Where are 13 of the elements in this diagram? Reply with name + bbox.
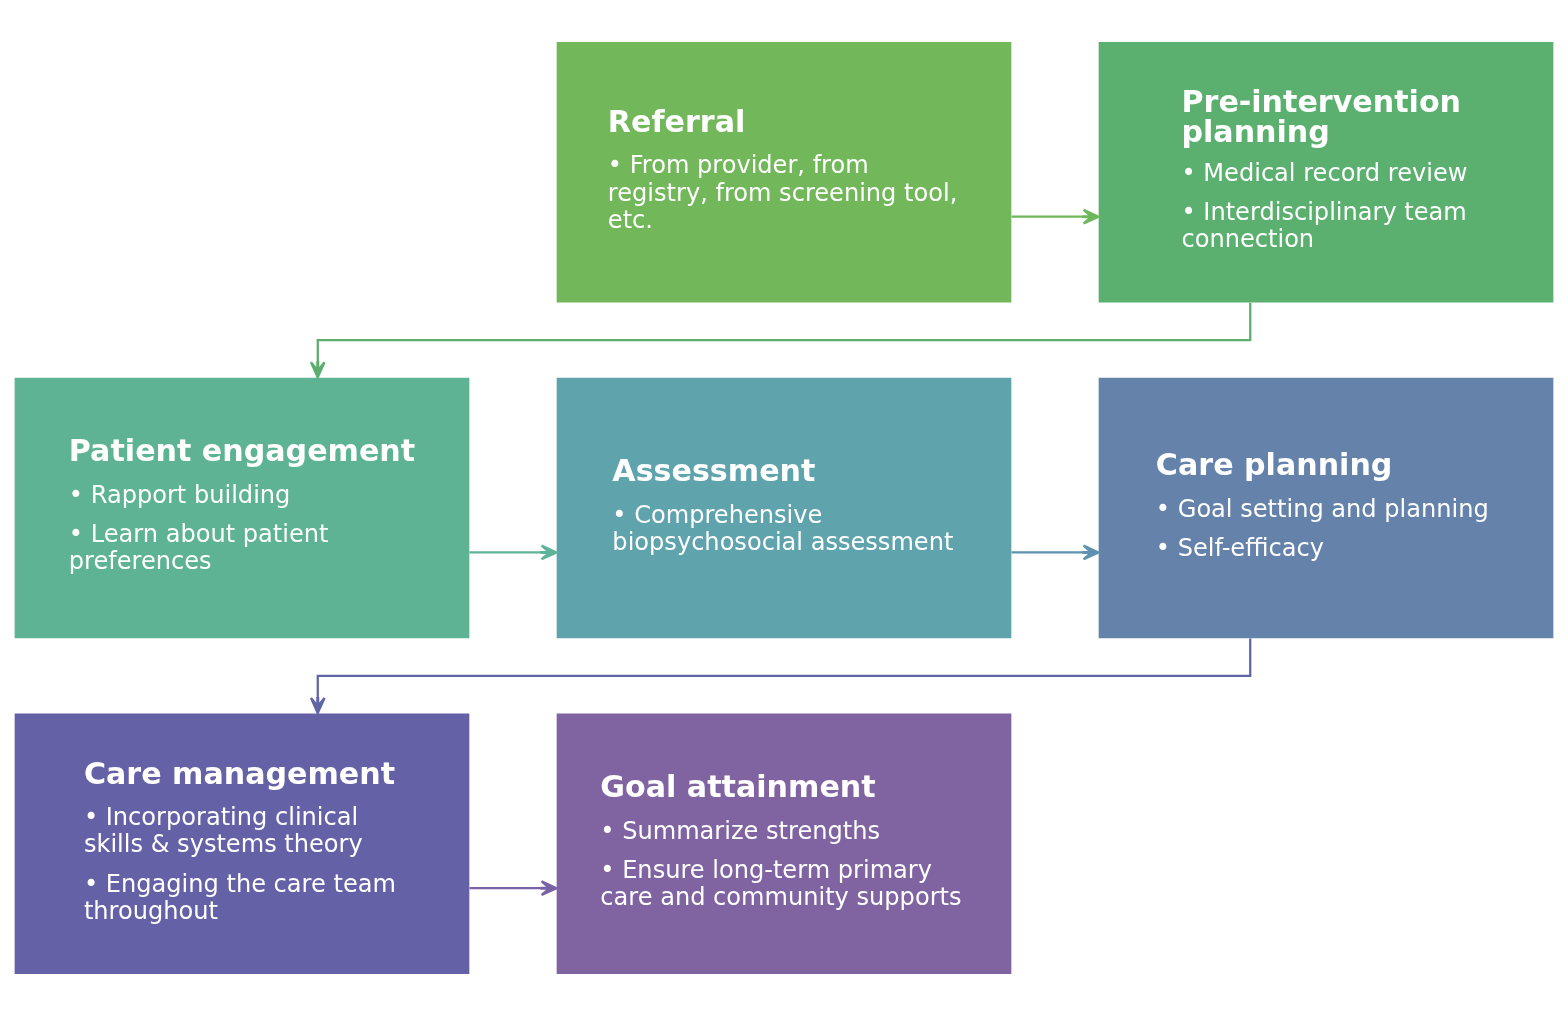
arrow — [1011, 208, 1100, 225]
node-box: Goal attainment • Summarize strengths • Ensure long-term primary care and community supports — [556, 713, 1012, 974]
arrow — [469, 544, 558, 560]
arrow — [1011, 544, 1100, 560]
node-box: Care management • Incorporating clinical skills & systems theory • Engaging the care team throughout — [14, 713, 470, 974]
node-box: Pre-intervention planning • Medical record review • Interdisciplinary team connection — [1098, 41, 1554, 302]
node-box: Assessment • Comprehensive biopsychosocial assessment — [556, 377, 1012, 638]
arrow — [309, 302, 1252, 378]
node-box: Referral • From provider, from registry, from screening tool, etc. — [556, 41, 1012, 302]
node-box: Care planning • Goal setting and planning • Self-efficacy — [1098, 377, 1554, 638]
node-box: Patient engagement • Rapport building • Learn about patient preferences — [14, 377, 470, 638]
arrow — [469, 879, 558, 896]
arrow — [309, 638, 1252, 714]
